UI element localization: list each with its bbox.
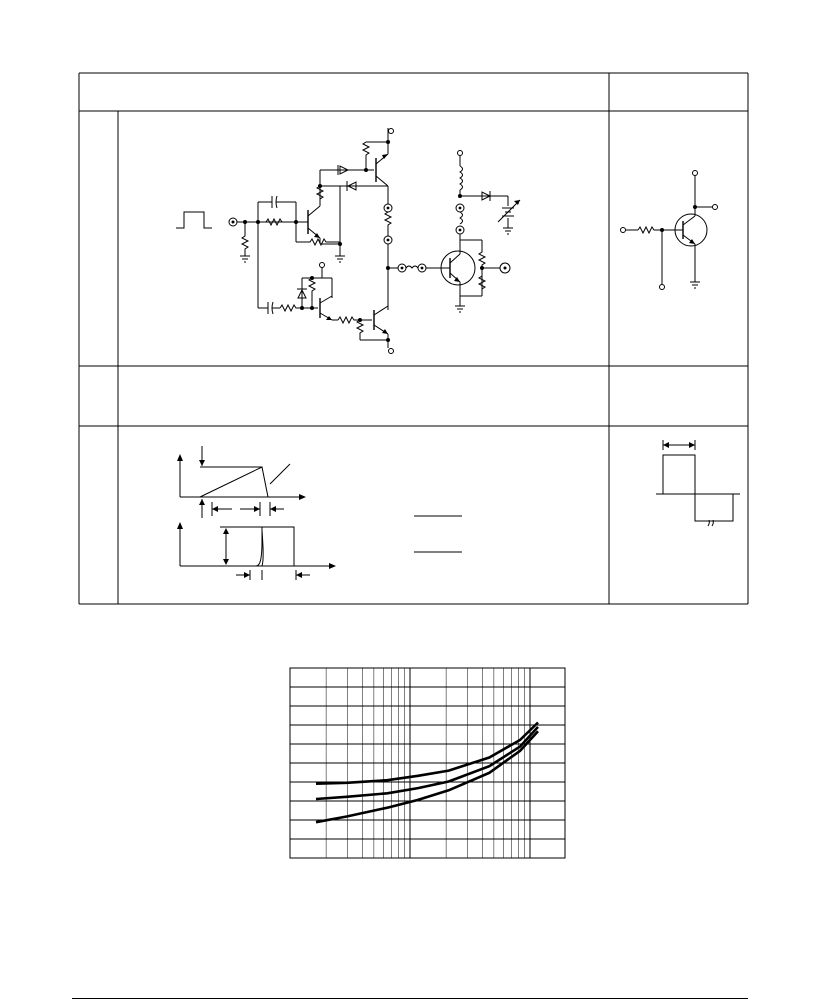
series-line-3 <box>315 730 539 824</box>
table-rules <box>78 72 749 605</box>
footer-rule <box>72 998 748 999</box>
characteristic-chart <box>289 667 566 859</box>
chart-grid <box>289 668 565 858</box>
test-circuit-table <box>78 72 749 605</box>
switching-test-circuit <box>176 128 521 354</box>
equivalent-circuit <box>620 170 718 290</box>
timing-waveforms <box>177 440 740 580</box>
chart-series <box>315 721 539 824</box>
chart-frame <box>289 667 566 859</box>
series-line-1 <box>315 721 539 785</box>
series-line-2 <box>315 726 539 801</box>
